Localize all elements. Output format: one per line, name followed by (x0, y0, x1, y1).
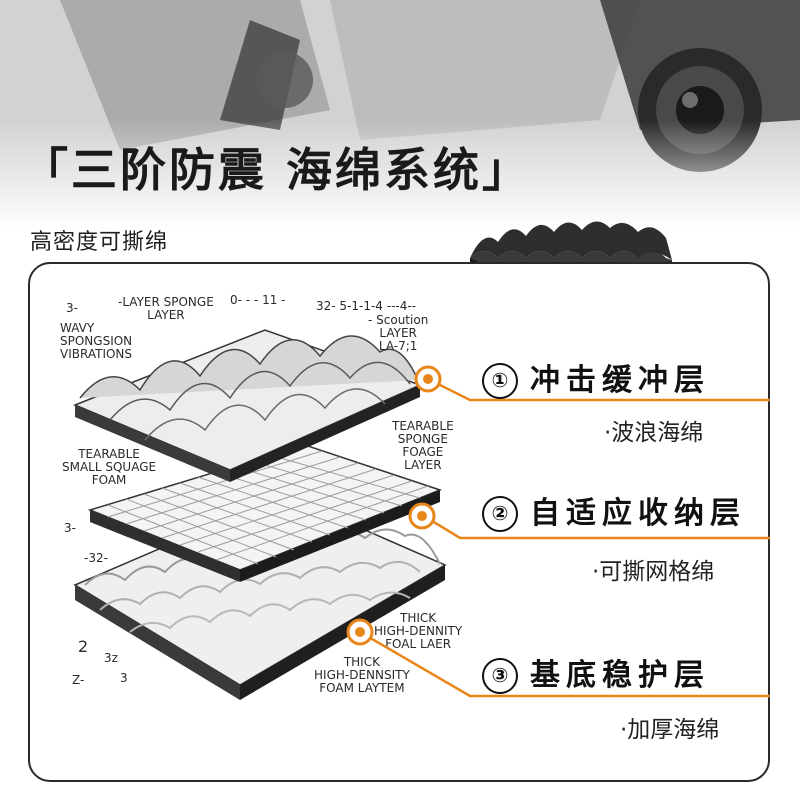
sketch-label: 3 (120, 671, 128, 685)
camera-case-photo (0, 0, 800, 230)
layer-1-desc: ·波浪海绵 (604, 413, 704, 447)
number-badge: ③ (482, 658, 518, 694)
sketch-label: -LAYER SPONGE LAYER (118, 295, 214, 322)
layer-2-desc: ·可撕网格绵 (592, 552, 715, 586)
hero-background (0, 0, 800, 230)
layer-title-text: 基底稳护层 (530, 658, 710, 693)
page-title: 「三阶防震 海绵系统」 (22, 143, 532, 197)
sketch-label: 3- (64, 521, 76, 535)
sketch-label: TEARABLE SMALL SQUAGE FOAM (62, 447, 157, 487)
subtitle: 高密度可撕绵 (30, 230, 169, 255)
sketch-label: -32- (84, 551, 108, 565)
number-badge: ② (482, 496, 518, 532)
sketch-label: 3- (66, 301, 78, 315)
hero-fade (0, 120, 800, 230)
sketch-label: 3z (104, 651, 118, 665)
layer-3-title: ③ 基底稳护层 (482, 650, 710, 694)
foam-layers-illustration (73, 329, 447, 700)
layer-2-title: ② 自适应收纳层 (482, 488, 746, 532)
layer-3-desc: ·加厚海绵 (620, 710, 720, 744)
sketch-label: TEARABLE SPONGE FOAGE LAYER (392, 419, 454, 472)
layer-title-text: 自适应收纳层 (530, 496, 746, 531)
sketch-label: Z- (72, 673, 85, 687)
sketch-label: 32- 5-1-1-4 ---4-- (316, 299, 417, 313)
sketch-label: 2 (78, 637, 89, 656)
sketch-label: 0- - - 11 - (230, 293, 286, 307)
sketch-label: THICK HIGH-DENNSITY FOAM LAYTEM (314, 655, 410, 695)
sketch-label: - Scoution LAYER LA-7;1 (368, 313, 429, 353)
number-badge: ① (482, 363, 518, 399)
sketch-label: WAVY SPONGSION VIBRATIONS (60, 321, 133, 361)
layer-1-title: ① 冲击缓冲层 (482, 355, 710, 399)
sketch-label: THICK HIGH-DENNITY FOAL LAER (374, 611, 463, 651)
layer-title-text: 冲击缓冲层 (530, 363, 710, 398)
